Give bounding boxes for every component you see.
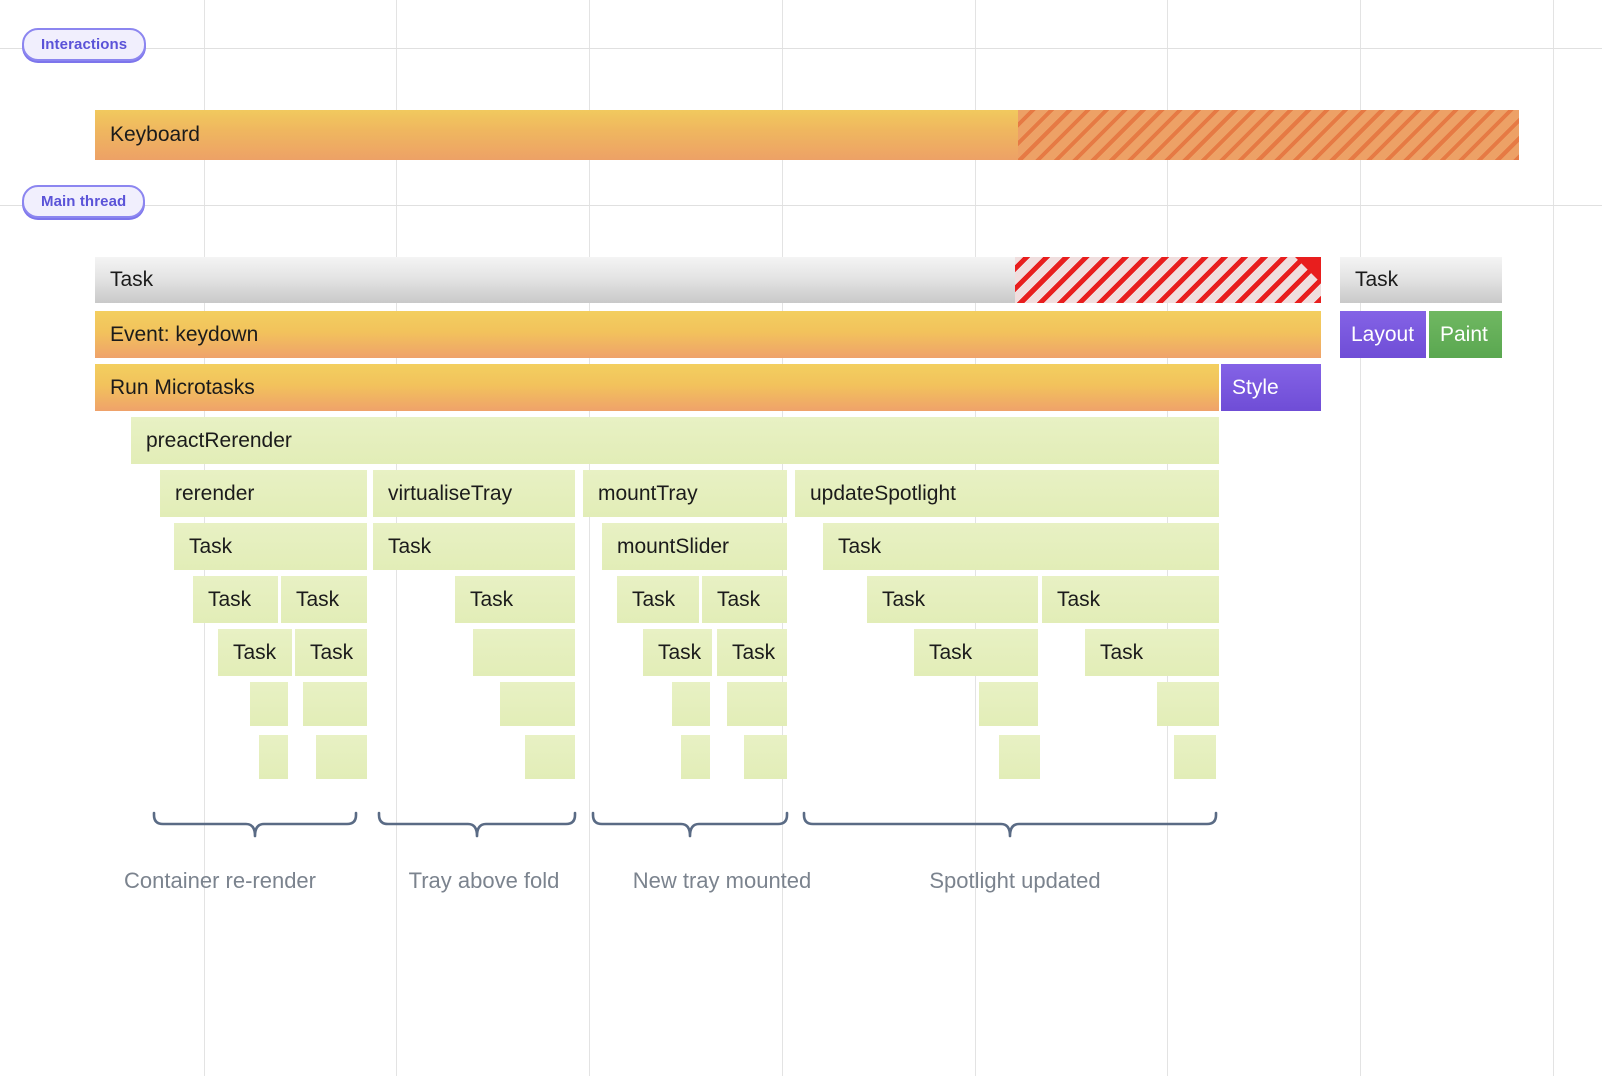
- flame-bar-preact-rerender[interactable]: preactRerender: [131, 417, 1219, 464]
- flame-bar-label: virtualiseTray: [388, 481, 513, 505]
- gridline-7: [1553, 0, 1554, 1076]
- flame-bar-task-b1[interactable]: Task: [218, 629, 292, 676]
- long-task-warning-corner-icon: [1295, 257, 1321, 283]
- flame-bar-label: Task: [658, 640, 702, 664]
- flame-bar-label: Event: keydown: [110, 322, 259, 346]
- flame-bar-task-l1[interactable]: Task: [174, 523, 367, 570]
- flame-bar-task-a1[interactable]: Task: [193, 576, 278, 623]
- flame-bar-label: Task: [929, 640, 973, 664]
- gridline-6: [1360, 0, 1361, 1076]
- flame-bar-task-c7[interactable]: [1157, 682, 1219, 726]
- flame-bar-label: Layout: [1351, 322, 1415, 346]
- flame-bar-label: Task: [233, 640, 277, 664]
- flame-bar-label: Task: [388, 534, 432, 558]
- flame-bar-label: Task: [717, 587, 761, 611]
- bracket-tray-above-fold: [377, 811, 577, 838]
- flame-bar-label: Keyboard: [110, 123, 200, 146]
- flame-bar-label: preactRerender: [146, 428, 292, 452]
- flame-bar-task-d5[interactable]: [744, 735, 787, 779]
- track-pill-main-thread[interactable]: Main thread: [22, 185, 146, 218]
- flame-bar-virtualise-tray[interactable]: virtualiseTray: [373, 470, 575, 517]
- bracket-label-tray-above-fold: Tray above fold: [408, 868, 560, 893]
- flame-bar-task-a7[interactable]: Task: [1042, 576, 1219, 623]
- flame-bar-task-a5[interactable]: Task: [702, 576, 787, 623]
- long-task-hatch-keyboard: [1018, 110, 1519, 160]
- flame-bar-style[interactable]: Style: [1221, 364, 1321, 411]
- flame-bar-task-l4[interactable]: Task: [823, 523, 1219, 570]
- flame-bar-mount-slider[interactable]: mountSlider: [602, 523, 787, 570]
- flame-bar-label: Run Microtasks: [110, 375, 255, 399]
- bracket-container-re-render: [152, 811, 358, 838]
- flame-bar-task-c5[interactable]: [727, 682, 787, 726]
- flame-bar-task-a6[interactable]: Task: [867, 576, 1038, 623]
- flame-bar-label: Task: [1355, 268, 1399, 291]
- flame-bar-event-keydown[interactable]: Event: keydown: [95, 311, 1321, 358]
- flame-bar-label: Task: [732, 640, 776, 664]
- flame-bar-label: Task: [110, 268, 154, 291]
- flame-bar-update-spotlight[interactable]: updateSpotlight: [795, 470, 1219, 517]
- flame-bar-label: mountSlider: [617, 534, 730, 558]
- flame-bar-label: Paint: [1440, 322, 1488, 346]
- gridline-2: [589, 0, 590, 1076]
- flame-bar-task-d4[interactable]: [681, 735, 710, 779]
- flame-bar-task-a3[interactable]: Task: [455, 576, 575, 623]
- flame-bar-task-b4[interactable]: Task: [643, 629, 712, 676]
- flame-bar-task-c1[interactable]: [250, 682, 288, 726]
- flame-bar-task-right[interactable]: Task: [1340, 257, 1502, 303]
- track-pill-interactions[interactable]: Interactions: [22, 28, 147, 61]
- flame-bar-label: Task: [296, 587, 340, 611]
- flame-bar-task-b6[interactable]: Task: [914, 629, 1038, 676]
- flame-bar-label: Task: [882, 587, 926, 611]
- flame-bar-label: Task: [632, 587, 676, 611]
- flame-bar-task-d1[interactable]: [259, 735, 288, 779]
- flame-bar-layout[interactable]: Layout: [1340, 311, 1426, 358]
- flame-bar-label: Task: [1057, 587, 1101, 611]
- flame-bar-task-c2[interactable]: [303, 682, 367, 726]
- flame-bar-label: Task: [470, 587, 514, 611]
- flame-bar-label: updateSpotlight: [810, 481, 956, 505]
- flame-bar-task-c3[interactable]: [500, 682, 575, 726]
- flame-bar-task-c6[interactable]: [979, 682, 1038, 726]
- flame-bar-task-l2[interactable]: Task: [373, 523, 575, 570]
- flame-bar-task-a4[interactable]: Task: [617, 576, 699, 623]
- bracket-label-container-re-render: Container re-render: [124, 868, 316, 893]
- flame-bar-task-b7[interactable]: Task: [1085, 629, 1219, 676]
- long-task-hatch-task-main: [1015, 257, 1321, 303]
- flame-bar-label: Style: [1232, 375, 1279, 399]
- flame-bar-label: Task: [1100, 640, 1144, 664]
- flame-bar-paint[interactable]: Paint: [1429, 311, 1502, 358]
- flame-bar-task-b5[interactable]: Task: [717, 629, 787, 676]
- flame-bar-task-c4[interactable]: [672, 682, 710, 726]
- flame-bar-label: Task: [310, 640, 354, 664]
- flame-bar-task-b2[interactable]: Task: [295, 629, 367, 676]
- flame-bar-rerender[interactable]: rerender: [160, 470, 367, 517]
- flame-bar-task-d3[interactable]: [525, 735, 575, 779]
- flame-bar-label: Task: [838, 534, 882, 558]
- flame-bar-label: mountTray: [598, 481, 698, 505]
- flame-bar-mount-tray[interactable]: mountTray: [583, 470, 787, 517]
- bracket-label-new-tray-mounted: New tray mounted: [632, 868, 812, 893]
- track-rule-main-thread: [0, 205, 1602, 206]
- flame-bar-label: Task: [189, 534, 233, 558]
- flame-bar-task-d2[interactable]: [316, 735, 367, 779]
- flame-bar-run-microtasks[interactable]: Run Microtasks: [95, 364, 1219, 411]
- bracket-spotlight-updated: [802, 811, 1218, 838]
- flame-bar-label: rerender: [175, 481, 255, 505]
- flame-bar-label: Task: [208, 587, 252, 611]
- flame-bar-task-d6[interactable]: [999, 735, 1040, 779]
- flame-bar-task-b3[interactable]: [473, 629, 575, 676]
- bracket-new-tray-mounted: [591, 811, 789, 838]
- bracket-label-spotlight-updated: Spotlight updated: [929, 868, 1101, 893]
- track-rule-interactions: [0, 48, 1602, 49]
- flame-bar-task-d7[interactable]: [1174, 735, 1216, 779]
- flame-bar-task-a2[interactable]: Task: [281, 576, 367, 623]
